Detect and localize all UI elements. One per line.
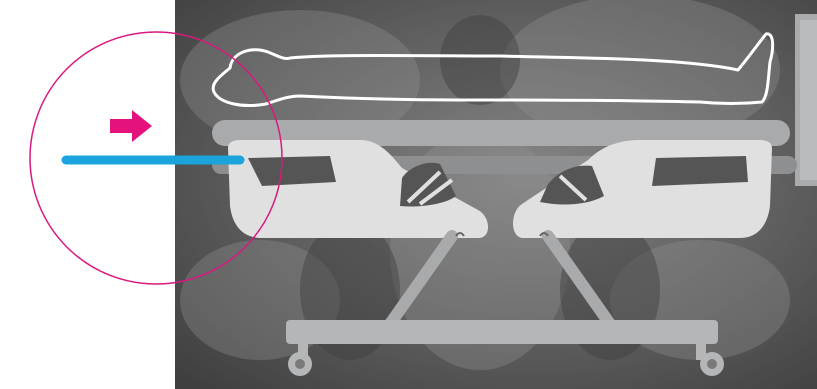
rail-right-window <box>652 156 748 186</box>
arrow-right-icon <box>110 110 152 142</box>
device-panel-inner <box>800 20 817 180</box>
rail-left-window <box>248 156 336 186</box>
bed-base <box>286 320 718 344</box>
